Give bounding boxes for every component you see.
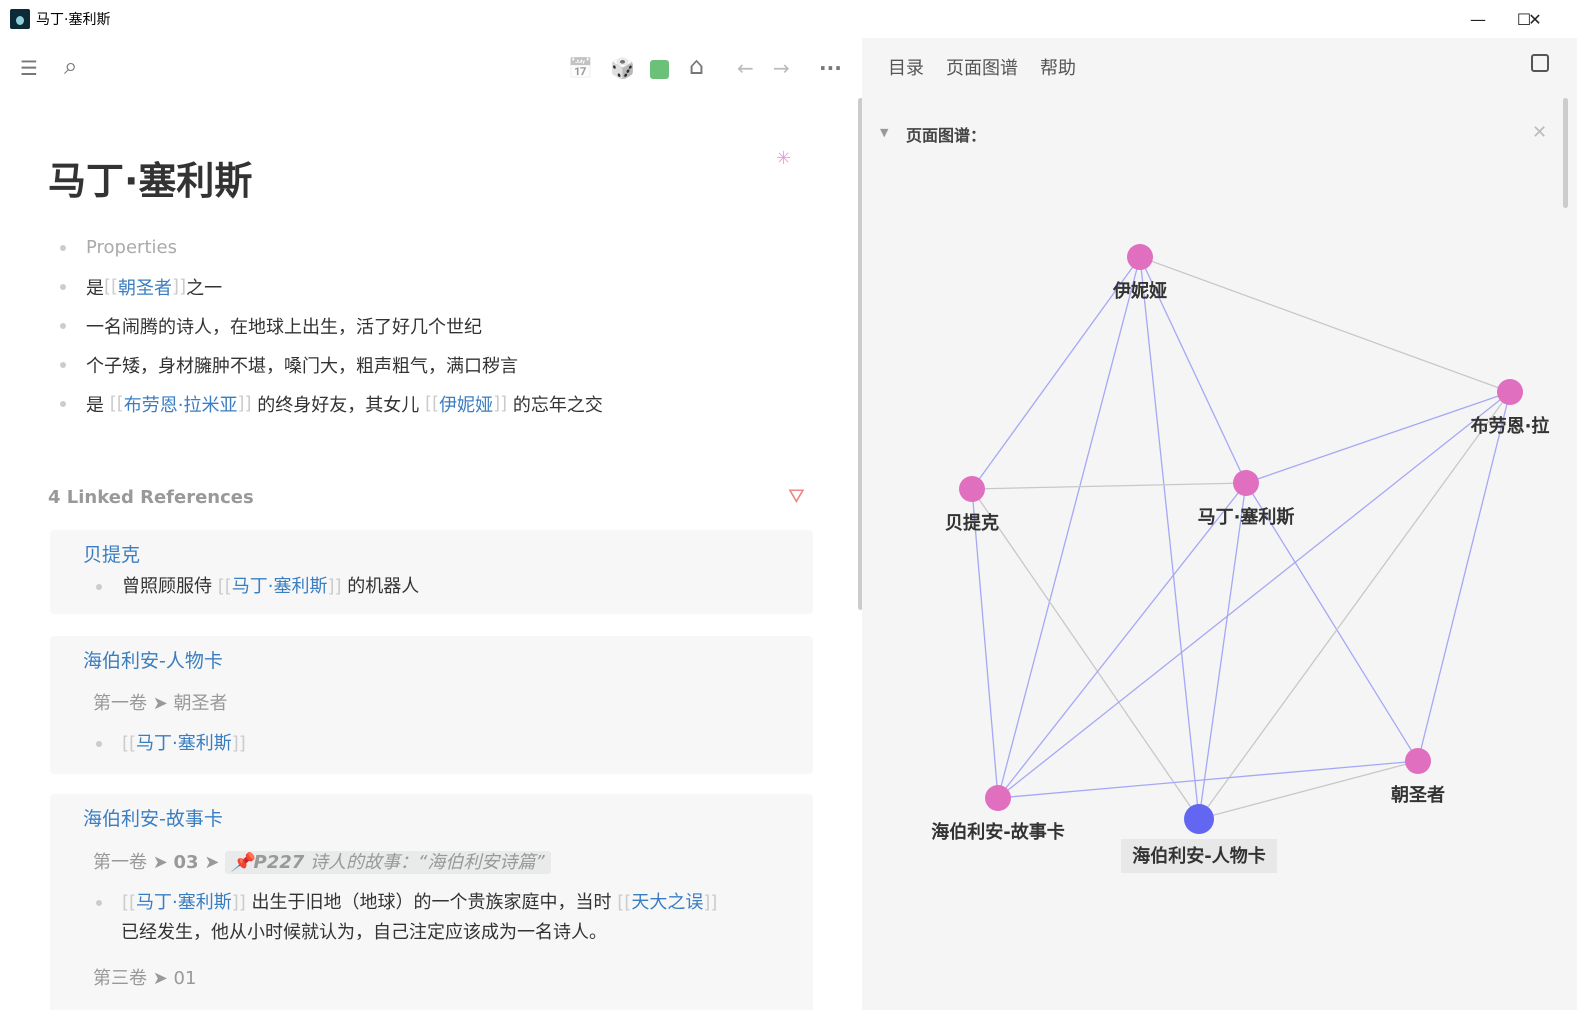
- block[interactable]: 是[[朝圣者]]之一: [60, 267, 603, 306]
- graph-edge: [971, 256, 1141, 490]
- reference-title[interactable]: 海伯利安-故事卡: [83, 808, 223, 830]
- graph-edge: [1139, 256, 1511, 393]
- linked-references-header[interactable]: 4 Linked References: [48, 487, 254, 508]
- graph-edge: [971, 488, 999, 799]
- graph-node-label[interactable]: 布劳恩·拉: [1471, 415, 1550, 437]
- page-link[interactable]: 马丁·塞利斯: [136, 892, 232, 913]
- page-link[interactable]: 朝圣者: [118, 277, 173, 299]
- graph-node[interactable]: [985, 785, 1011, 811]
- graph-node[interactable]: [959, 476, 985, 502]
- graph-edge: [1198, 391, 1511, 820]
- graph-edge: [1139, 256, 1200, 820]
- sparkle-icon[interactable]: ✳: [776, 148, 792, 169]
- tab-toc[interactable]: 目录: [888, 58, 924, 79]
- menu-icon[interactable]: ☰: [20, 56, 38, 80]
- graph-node[interactable]: [1184, 804, 1214, 834]
- block[interactable]: 个子矮，身材臃肿不堪，嗓门大，粗声粗气，满口秽言: [60, 345, 603, 384]
- window-title: 马丁·塞利斯: [36, 12, 111, 28]
- text: 曾照顾服侍: [122, 576, 218, 597]
- text: 之一: [186, 277, 223, 299]
- graph-edge: [997, 256, 1141, 799]
- graph-edge: [1139, 256, 1247, 484]
- page-link[interactable]: 伊妮娅: [439, 394, 494, 416]
- reference-title[interactable]: 海伯利安-人物卡: [83, 650, 223, 672]
- scrollbar[interactable]: [1563, 98, 1568, 208]
- page-link[interactable]: 马丁·塞利斯: [136, 733, 232, 754]
- breadcrumb[interactable]: 第三卷 ➤ 01: [93, 968, 197, 989]
- graph-node-label[interactable]: 海伯利安-故事卡: [931, 821, 1064, 843]
- text: 的忘年之交: [507, 394, 603, 416]
- graph-title: 页面图谱：: [906, 126, 987, 145]
- graph-node-label[interactable]: 马丁·塞利斯: [1198, 506, 1295, 528]
- graph-node[interactable]: [1127, 244, 1153, 270]
- home-icon[interactable]: ⌂: [689, 52, 705, 80]
- block[interactable]: Properties: [60, 228, 603, 267]
- block[interactable]: 一名闹腾的诗人，在地球上出生，活了好几个世纪: [60, 306, 603, 345]
- tab-page-graph[interactable]: 页面图谱: [946, 58, 1018, 79]
- graph-edge: [1198, 482, 1247, 820]
- block[interactable]: 是 [[布劳恩·拉米亚]] 的终身好友，其女儿 [[伊妮娅]] 的忘年之交: [60, 384, 603, 423]
- graph-node[interactable]: [1233, 470, 1259, 496]
- tab-help[interactable]: 帮助: [1040, 58, 1076, 79]
- text: 的终身好友，其女儿: [251, 394, 426, 416]
- back-icon[interactable]: ←: [737, 56, 754, 80]
- graph-edge: [997, 482, 1247, 799]
- graph-edge: [971, 488, 1200, 820]
- text: 是: [86, 394, 110, 416]
- graph-edge: [997, 760, 1419, 799]
- close-icon[interactable]: ✕: [1532, 122, 1548, 143]
- graph-node-label[interactable]: 贝提克: [945, 512, 999, 534]
- properties[interactable]: Properties: [86, 237, 177, 258]
- search-icon[interactable]: ⌕: [64, 52, 78, 80]
- breadcrumb[interactable]: 第一卷 ➤ 03 ➤ 📌P227 诗人的故事：“海伯利安诗篇”: [93, 848, 551, 874]
- graph-node-label[interactable]: 伊妮娅: [1112, 280, 1167, 302]
- color-swatch-icon[interactable]: [650, 60, 669, 79]
- forward-icon[interactable]: →: [773, 56, 790, 80]
- maximize-button[interactable]: ☐: [1516, 9, 1532, 29]
- graph-edge: [1245, 391, 1511, 484]
- page-title[interactable]: 马丁·塞利斯: [48, 159, 253, 203]
- dice-icon[interactable]: 🎲: [610, 56, 635, 80]
- right-sidebar: 目录 页面图谱 帮助 ▼ 页面图谱： ✕ 伊妮娅布劳恩·拉贝提克 马丁·塞利斯朝圣…: [862, 38, 1577, 1010]
- toolbar: ☰ ⌕ 📅 🎲 ⌂ ← → ···: [0, 38, 862, 98]
- text: 是: [86, 277, 104, 299]
- graph-edge: [1198, 760, 1419, 820]
- graph-node-label[interactable]: 海伯利安-人物卡: [1132, 845, 1265, 867]
- graph-edge: [1417, 391, 1511, 762]
- node-label-bg: [1121, 839, 1277, 873]
- page-link[interactable]: 布劳恩·拉米亚: [123, 394, 238, 416]
- close-button[interactable]: ✕: [1528, 9, 1542, 29]
- graph-edge: [1245, 482, 1419, 762]
- page-blocks: Properties 是[[朝圣者]]之一 一名闹腾的诗人，在地球上出生，活了好…: [60, 228, 603, 423]
- text: 的机器人: [341, 576, 420, 597]
- title-bar: 马丁·塞利斯 — ☐ ✕: [0, 0, 1577, 38]
- breadcrumb[interactable]: 第一卷 ➤ 朝圣者: [93, 693, 228, 714]
- page-link[interactable]: 天大之误: [631, 892, 704, 913]
- minimize-button[interactable]: —: [1470, 9, 1486, 29]
- reference-card: 海伯利安-人物卡 第一卷 ➤ 朝圣者 [[马丁·塞利斯]]: [50, 636, 813, 774]
- scrollbar[interactable]: [858, 98, 863, 610]
- toggle-sidebar-icon[interactable]: [1531, 54, 1549, 72]
- main-editor: ☰ ⌕ 📅 🎲 ⌂ ← → ··· 马丁·塞利斯 ✳ Properties 是[…: [0, 38, 862, 1010]
- page-link[interactable]: 马丁·塞利斯: [231, 576, 328, 597]
- text: 一名闹腾的诗人，在地球上出生，活了好几个世纪: [86, 316, 482, 338]
- graph-node-label[interactable]: 朝圣者: [1391, 784, 1445, 806]
- calendar-icon[interactable]: 📅: [568, 56, 593, 80]
- graph-edge: [997, 391, 1511, 799]
- filter-icon[interactable]: ⛛: [788, 484, 805, 508]
- reference-card: 海伯利安-故事卡 第一卷 ➤ 03 ➤ 📌P227 诗人的故事：“海伯利安诗篇”…: [50, 794, 813, 1010]
- app-icon: [10, 9, 30, 29]
- collapse-icon[interactable]: ▼: [880, 126, 889, 139]
- graph-edge: [971, 482, 1247, 490]
- text: 出生于旧地（地球）的一个贵族家庭中，当时: [245, 892, 618, 913]
- graph-node[interactable]: [1497, 379, 1523, 405]
- more-icon[interactable]: ···: [819, 56, 842, 80]
- reference-card: 贝提克 曾照顾服侍 [[马丁·塞利斯]] 的机器人: [50, 530, 813, 614]
- text: 个子矮，身材臃肿不堪，嗓门大，粗声粗气，满口秽言: [86, 355, 518, 377]
- text: 已经发生，他从小时候就认为，自己注定应该成为一名诗人。: [121, 922, 607, 943]
- reference-title[interactable]: 贝提克: [83, 544, 141, 566]
- graph-node[interactable]: [1405, 748, 1431, 774]
